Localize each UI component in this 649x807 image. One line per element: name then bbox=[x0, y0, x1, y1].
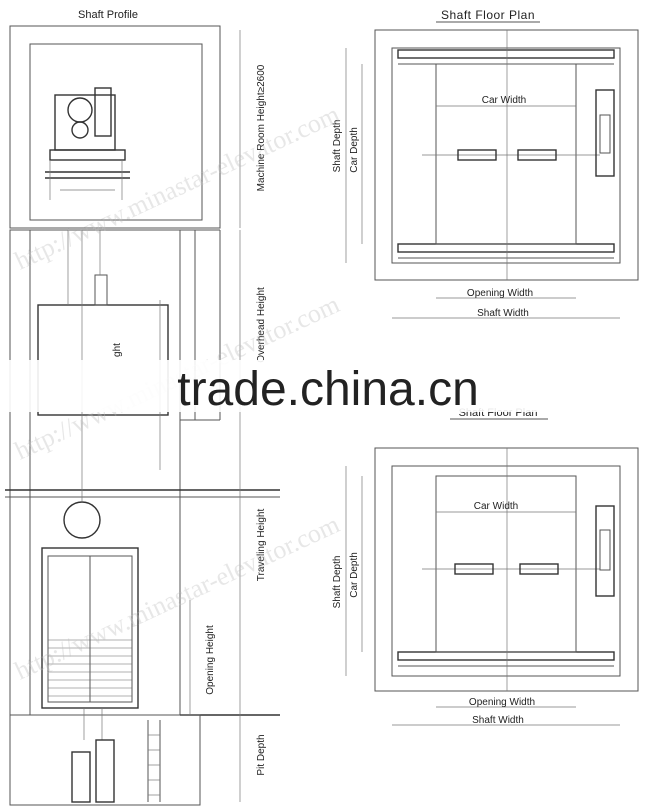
pulley bbox=[63, 501, 101, 539]
plan-bottom-shaft-depth-label: Shaft Depth bbox=[332, 556, 343, 609]
watermark-url-1: http://www.minastar-elevator.com bbox=[10, 99, 344, 275]
pit-depth-label: Pit Depth bbox=[256, 734, 267, 775]
overhead-height-label: Overhead Height bbox=[256, 287, 267, 363]
machine-room-inner bbox=[29, 43, 203, 221]
plan-bottom-counterweight bbox=[595, 505, 615, 597]
traveling-height-label: Traveling Height bbox=[256, 509, 267, 582]
opening-height-label: Opening Height bbox=[205, 625, 216, 695]
plan-bottom-shaft-inner bbox=[391, 465, 621, 677]
plan-top-shaft-inner bbox=[391, 47, 621, 264]
plan-top-shaft-wall bbox=[374, 29, 639, 281]
plan-top-guide-left bbox=[457, 149, 497, 161]
plan-bottom-car bbox=[435, 475, 577, 653]
car-height-partial-label: ght bbox=[112, 343, 123, 357]
plan-bottom-opening-width-label: Opening Width bbox=[469, 697, 535, 708]
plan-bottom-guide-right bbox=[519, 563, 559, 575]
plan-top-car-depth-label: Car Depth bbox=[349, 127, 360, 173]
plan-top-car bbox=[435, 63, 577, 245]
traction-machine bbox=[45, 87, 130, 200]
watermark-url-3: http://www.minastar-elevator.com bbox=[10, 509, 344, 685]
shaft-floor-plan-top: Shaft Floor Plan Car Width Car Depth Sha… bbox=[332, 8, 639, 319]
profile-title: Shaft Profile bbox=[78, 9, 138, 21]
car-lower bbox=[41, 547, 139, 740]
plan-top-sill-lower bbox=[397, 243, 615, 253]
machine-room-outer bbox=[9, 25, 221, 229]
brand-watermark-text: trade.china.cn bbox=[177, 363, 479, 416]
plan-top-opening-width-label: Opening Width bbox=[467, 288, 533, 299]
plan-top-sill-upper bbox=[397, 49, 615, 59]
plan-top-car-width-label: Car Width bbox=[482, 95, 526, 106]
pit bbox=[9, 714, 201, 806]
plan-top-guide-right bbox=[517, 149, 557, 161]
brand-watermark: trade.china.cn bbox=[0, 360, 649, 416]
pit-buffers bbox=[71, 720, 161, 803]
plan-bottom-sill bbox=[397, 651, 615, 661]
plan-top-shaft-depth-label: Shaft Depth bbox=[332, 120, 343, 173]
plan-bottom-car-depth-label: Car Depth bbox=[349, 552, 360, 598]
plan-top-counterweight bbox=[595, 89, 615, 177]
plan-bottom-car-width-label: Car Width bbox=[474, 501, 518, 512]
plan-top-shaft-width-label: Shaft Width bbox=[477, 308, 529, 319]
plan-bottom-guide-left bbox=[454, 563, 494, 575]
plan-bottom-shaft-width-label: Shaft Width bbox=[472, 715, 524, 726]
shaft-floor-plan-bottom: Shaft Floor Plan Car Width Car Depth Sha… bbox=[332, 407, 639, 726]
machine-room-height-label: Machine Room Height≥2600 bbox=[256, 64, 267, 191]
plan-bottom-shaft-wall bbox=[374, 447, 639, 692]
plan-top-title: Shaft Floor Plan bbox=[441, 8, 535, 22]
